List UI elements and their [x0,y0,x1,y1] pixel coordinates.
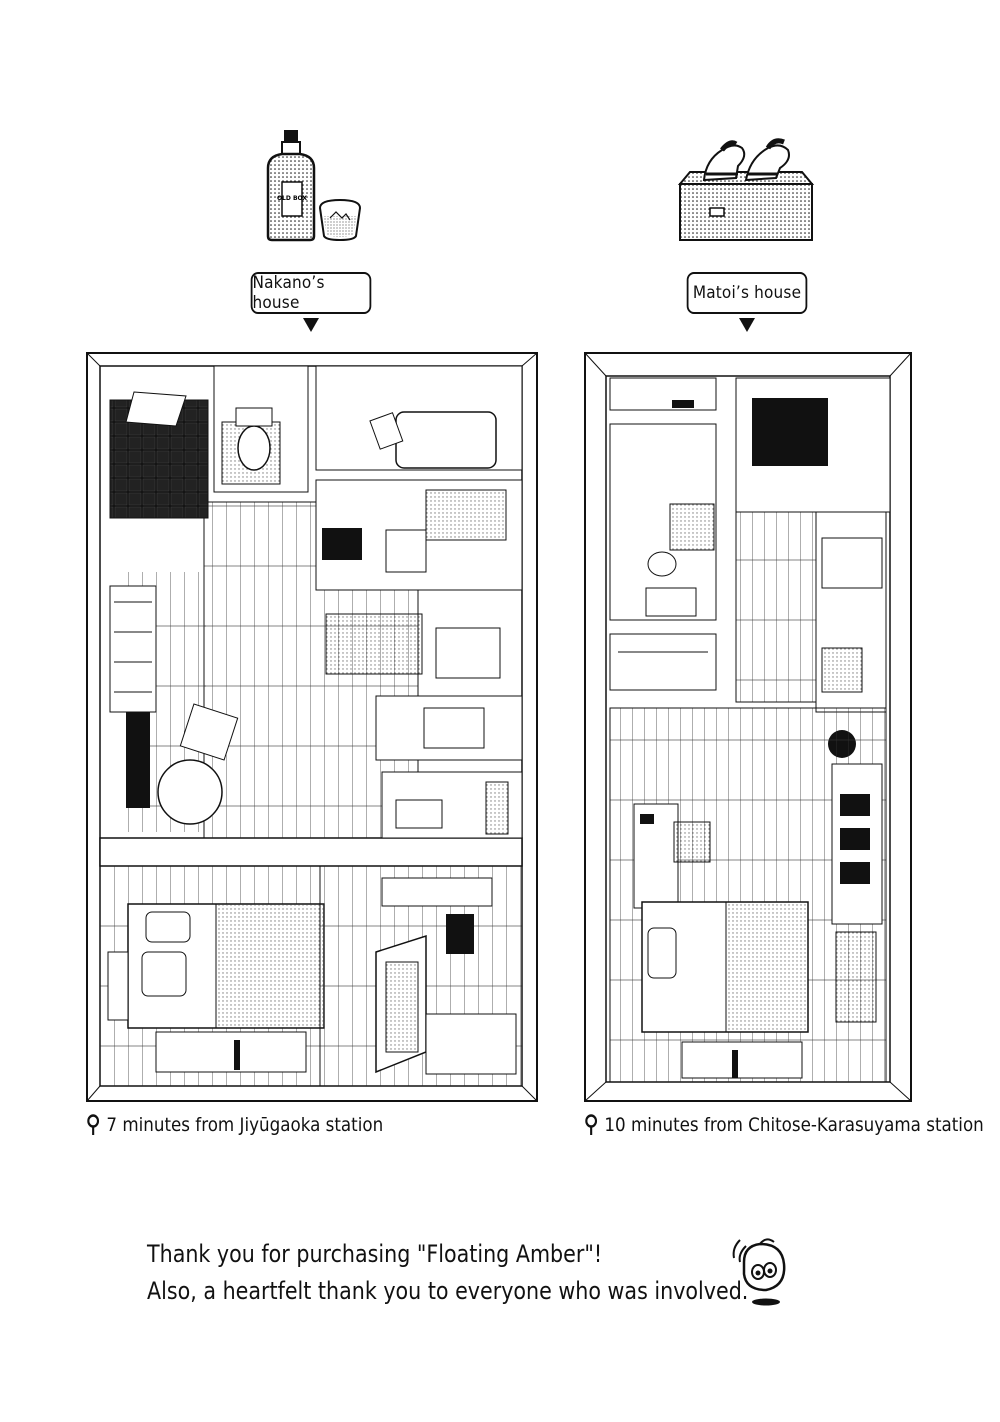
thank-you-message: Thank you for purchasing "Floating Amber… [147,1236,748,1310]
matoi-location-text: 10 minutes from Chitose-Karasuyama stati… [604,1114,984,1136]
nakano-house-label: Nakano’s house [250,272,372,314]
bottle-label-text: OLD BOX [277,195,307,202]
thank-you-line-2: Also, a heartfelt thank you to everyone … [147,1277,749,1305]
matoi-house-label-text: Matoi’s house [692,283,802,303]
thank-you-line-1: Thank you for purchasing "Floating Amber… [147,1240,603,1268]
nakano-label-pointer [303,318,319,332]
matoi-location-caption: 10 minutes from Chitose-Karasuyama stati… [585,1114,984,1136]
nakano-floor-plan [86,352,538,1102]
nakano-location-text: 7 minutes from Jiyūgaoka station [106,1114,384,1136]
location-pin-icon [585,1114,598,1135]
nakano-house-label-text: Nakano’s house [252,273,325,313]
matoi-house-label: Matoi’s house [686,272,808,314]
liquor-bottle-and-glass-icon: OLD BOX [258,128,368,244]
matoi-floor-plan [584,352,912,1102]
sneakers-on-shoebox-icon [676,136,816,244]
matoi-label-pointer [739,318,755,332]
nakano-location-caption: 7 minutes from Jiyūgaoka station [87,1114,383,1136]
location-pin-icon [87,1114,100,1135]
mascot-doodle-icon [724,1228,796,1308]
